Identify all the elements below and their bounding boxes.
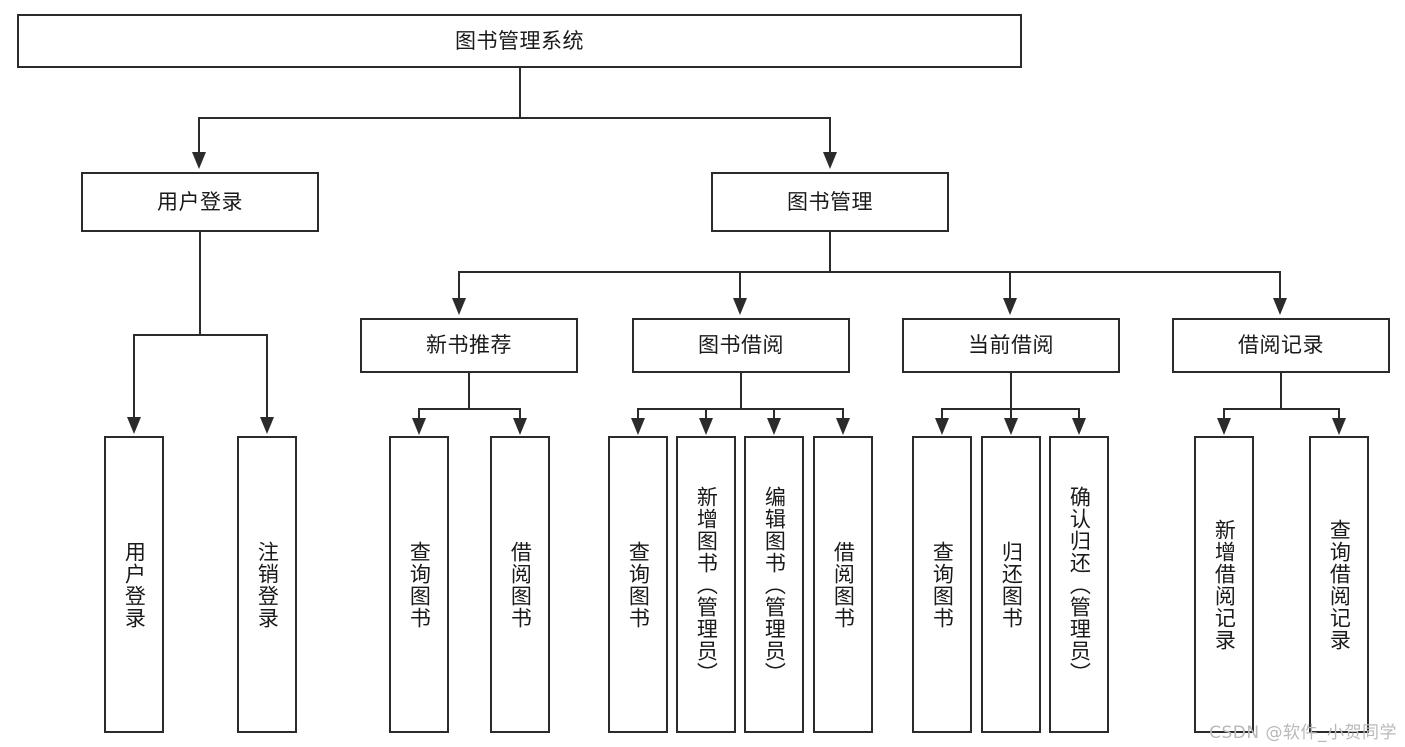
node-book-borrow-label: 图书借阅 xyxy=(698,333,784,358)
leaf-query-record-label: 查询借阅记录 xyxy=(1327,518,1352,651)
edge-user-login-bus xyxy=(133,334,267,336)
leaf-add-book[interactable]: 新增图书（管理员） xyxy=(676,436,736,733)
arrow-book-manage-to-borrow-record xyxy=(1273,298,1287,315)
edge-new-book-bus xyxy=(418,408,520,410)
edge-book-manage-to-borrow-record xyxy=(1279,271,1281,300)
arrow-book-borrow-to-leaf-4 xyxy=(836,418,850,435)
node-user-login-label: 用户登录 xyxy=(157,189,243,214)
edge-book-manage-trunk xyxy=(829,232,831,272)
edge-root-trunk xyxy=(519,68,521,118)
node-root[interactable]: 图书管理系统 xyxy=(17,14,1022,68)
leaf-logout[interactable]: 注销登录 xyxy=(237,436,297,733)
leaf-query-book-2[interactable]: 查询图书 xyxy=(608,436,668,733)
edge-user-login-to-leaf-1 xyxy=(133,334,135,419)
leaf-return-book-label: 归还图书 xyxy=(999,540,1024,629)
edge-new-book-trunk xyxy=(468,373,470,409)
arrow-book-manage-to-new-book xyxy=(452,298,466,315)
edge-current-borrow-to-leaf-3 xyxy=(1078,408,1080,420)
leaf-query-book-1-label: 查询图书 xyxy=(407,540,432,629)
leaf-query-record[interactable]: 查询借阅记录 xyxy=(1309,436,1369,733)
node-book-manage-label: 图书管理 xyxy=(787,189,873,214)
edge-book-borrow-bus xyxy=(637,408,844,410)
edge-current-borrow-trunk xyxy=(1010,373,1012,409)
edge-current-borrow-to-leaf-1 xyxy=(941,408,943,420)
edge-root-bus xyxy=(198,117,831,119)
node-borrow-record-label: 借阅记录 xyxy=(1238,333,1324,358)
edge-borrow-record-trunk xyxy=(1280,373,1282,409)
arrow-root-to-book-manage xyxy=(823,152,837,169)
edge-book-borrow-to-leaf-3 xyxy=(773,408,775,420)
edge-book-manage-bus xyxy=(458,271,1280,273)
node-borrow-record[interactable]: 借阅记录 xyxy=(1172,318,1390,373)
edge-book-manage-to-new-book xyxy=(458,271,460,300)
leaf-logout-label: 注销登录 xyxy=(255,540,280,629)
leaf-borrow-book-1-label: 借阅图书 xyxy=(508,540,533,629)
arrow-root-to-user-login xyxy=(192,152,206,169)
leaf-add-record[interactable]: 新增借阅记录 xyxy=(1194,436,1254,733)
arrow-book-borrow-to-leaf-3 xyxy=(767,418,781,435)
node-root-label: 图书管理系统 xyxy=(455,28,584,53)
leaf-borrow-book-2-label: 借阅图书 xyxy=(831,540,856,629)
edge-user-login-to-leaf-2 xyxy=(266,334,268,419)
edge-book-borrow-to-leaf-4 xyxy=(842,408,844,420)
edge-borrow-record-to-leaf-1 xyxy=(1223,408,1225,420)
leaf-add-record-label: 新增借阅记录 xyxy=(1212,518,1237,651)
arrow-book-borrow-to-leaf-1 xyxy=(631,418,645,435)
arrow-current-borrow-to-leaf-3 xyxy=(1072,418,1086,435)
edge-book-manage-to-book-borrow xyxy=(739,271,741,300)
leaf-edit-book[interactable]: 编辑图书（管理员） xyxy=(744,436,804,733)
arrow-current-borrow-to-leaf-2 xyxy=(1004,418,1018,435)
edge-user-login-trunk xyxy=(199,232,201,335)
leaf-borrow-book-1[interactable]: 借阅图书 xyxy=(490,436,550,733)
arrow-book-manage-to-book-borrow xyxy=(733,298,747,315)
leaf-confirm-return-label: 确认归还（管理员） xyxy=(1067,485,1092,684)
edge-borrow-record-bus xyxy=(1223,408,1339,410)
leaf-user-login-label: 用户登录 xyxy=(122,540,147,629)
edge-root-to-user-login xyxy=(198,117,200,154)
node-book-manage[interactable]: 图书管理 xyxy=(711,172,949,232)
leaf-query-book-3-label: 查询图书 xyxy=(930,540,955,629)
node-current-borrow-label: 当前借阅 xyxy=(968,333,1054,358)
leaf-return-book[interactable]: 归还图书 xyxy=(981,436,1041,733)
arrow-user-login-to-leaf-1 xyxy=(127,417,141,434)
edge-current-borrow-to-leaf-2 xyxy=(1010,408,1012,420)
node-book-borrow[interactable]: 图书借阅 xyxy=(632,318,850,373)
arrow-borrow-record-to-leaf-2 xyxy=(1332,418,1346,435)
leaf-query-book-2-label: 查询图书 xyxy=(626,540,651,629)
arrow-new-book-to-leaf-2 xyxy=(513,418,527,435)
node-current-borrow[interactable]: 当前借阅 xyxy=(902,318,1120,373)
leaf-add-book-label: 新增图书（管理员） xyxy=(694,485,719,684)
edge-root-to-book-manage xyxy=(829,117,831,154)
leaf-borrow-book-2[interactable]: 借阅图书 xyxy=(813,436,873,733)
arrow-user-login-to-leaf-2 xyxy=(260,417,274,434)
node-new-book-recommend-label: 新书推荐 xyxy=(426,333,512,358)
arrow-borrow-record-to-leaf-1 xyxy=(1217,418,1231,435)
node-user-login[interactable]: 用户登录 xyxy=(81,172,319,232)
edge-book-borrow-to-leaf-2 xyxy=(705,408,707,420)
leaf-user-login[interactable]: 用户登录 xyxy=(104,436,164,733)
edge-book-borrow-trunk xyxy=(740,373,742,409)
arrow-new-book-to-leaf-1 xyxy=(412,418,426,435)
leaf-confirm-return[interactable]: 确认归还（管理员） xyxy=(1049,436,1109,733)
leaf-edit-book-label: 编辑图书（管理员） xyxy=(762,485,787,684)
leaf-query-book-1[interactable]: 查询图书 xyxy=(389,436,449,733)
edge-book-borrow-to-leaf-1 xyxy=(637,408,639,420)
node-new-book-recommend[interactable]: 新书推荐 xyxy=(360,318,578,373)
edge-book-manage-to-current-borrow xyxy=(1009,271,1011,300)
arrow-book-manage-to-current-borrow xyxy=(1003,298,1017,315)
edge-new-book-to-leaf-1 xyxy=(418,408,420,420)
watermark-text: CSDN @软件_小贺同学 xyxy=(1209,723,1397,743)
edge-borrow-record-to-leaf-2 xyxy=(1338,408,1340,420)
arrow-book-borrow-to-leaf-2 xyxy=(699,418,713,435)
arrow-current-borrow-to-leaf-1 xyxy=(935,418,949,435)
edge-new-book-to-leaf-2 xyxy=(519,408,521,420)
leaf-query-book-3[interactable]: 查询图书 xyxy=(912,436,972,733)
